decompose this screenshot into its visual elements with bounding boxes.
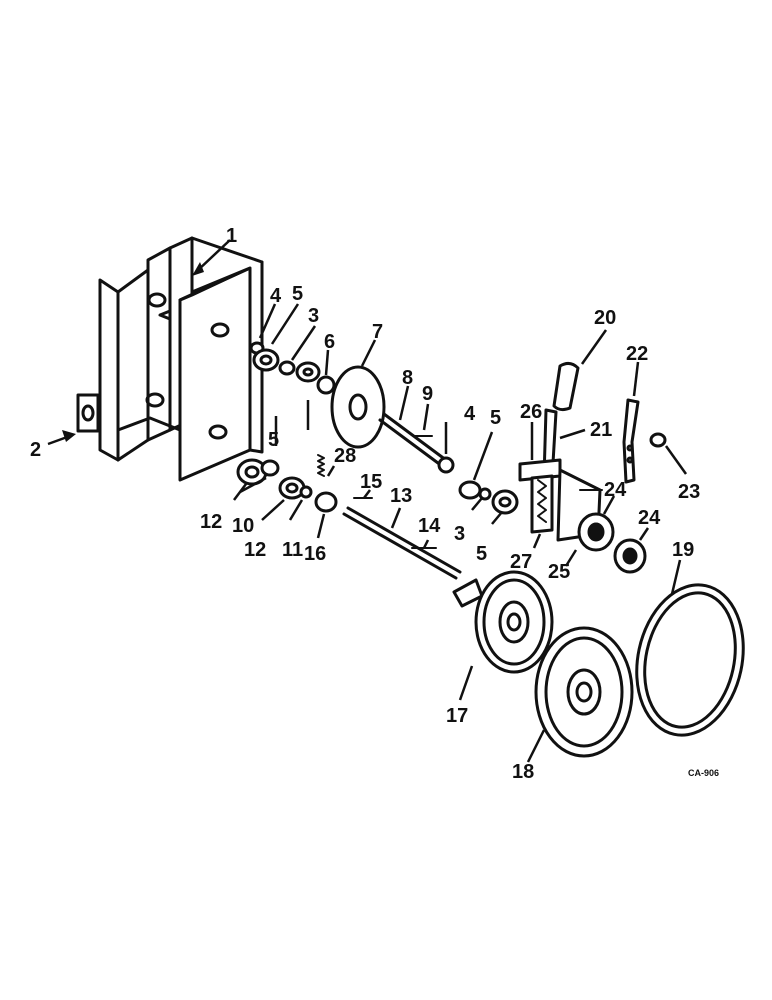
sprocket <box>330 365 386 449</box>
callout-1: 1 <box>226 225 237 247</box>
callout-3: 3 <box>308 305 319 327</box>
pulley-large <box>534 626 634 758</box>
callout-4: 4 <box>270 285 282 307</box>
leader-lines <box>47 239 688 763</box>
bushing-group-middle <box>458 480 519 515</box>
upper-shaft <box>378 412 455 474</box>
mounting-bracket <box>76 236 264 482</box>
callout-22: 22 <box>626 343 648 365</box>
callout-11: 11 <box>282 539 303 561</box>
callout-20: 20 <box>594 307 616 329</box>
callout-16: 16 <box>304 543 326 565</box>
callout-13: 13 <box>390 485 412 507</box>
callout-23: 23 <box>678 481 700 503</box>
callout-4: 4 <box>464 403 476 425</box>
callout-24: 24 <box>604 479 627 501</box>
bushing-group-lower <box>236 454 338 513</box>
callout-21: 21 <box>590 419 612 441</box>
callout-19: 19 <box>672 539 694 561</box>
drawing-code: CA-906 <box>688 768 719 778</box>
callout-9: 9 <box>422 383 433 405</box>
callout-3: 3 <box>454 523 465 545</box>
callout-18: 18 <box>512 761 534 783</box>
pulley-small <box>474 570 554 674</box>
callout-5: 5 <box>292 283 303 305</box>
callout-7: 7 <box>372 321 383 343</box>
callout-8: 8 <box>402 367 413 389</box>
callout-14: 14 <box>418 515 441 537</box>
lower-shaft <box>342 497 484 608</box>
callout-27: 27 <box>510 551 532 573</box>
callout-12: 12 <box>200 511 222 533</box>
callout-17: 17 <box>446 705 468 727</box>
callout-10: 10 <box>232 515 254 537</box>
bushing-group-upper <box>249 341 336 395</box>
callout-28: 28 <box>334 445 356 467</box>
callout-26: 26 <box>520 401 542 423</box>
callout-5: 5 <box>476 543 487 565</box>
callout-24: 24 <box>638 507 661 529</box>
small-pulleys <box>577 512 647 574</box>
callout-2: 2 <box>30 439 41 461</box>
link-bar <box>622 398 640 484</box>
callout-5: 5 <box>268 429 279 451</box>
bolt <box>649 432 667 448</box>
callout-labels: 1 2 3 3 4 4 5 5 5 5 6 7 8 9 10 11 12 12 … <box>30 225 700 783</box>
callout-15: 15 <box>360 471 382 493</box>
v-belt <box>635 583 745 737</box>
callout-5: 5 <box>490 407 501 429</box>
callout-6: 6 <box>324 331 335 353</box>
callout-12: 12 <box>244 539 266 561</box>
callout-25: 25 <box>548 561 570 583</box>
